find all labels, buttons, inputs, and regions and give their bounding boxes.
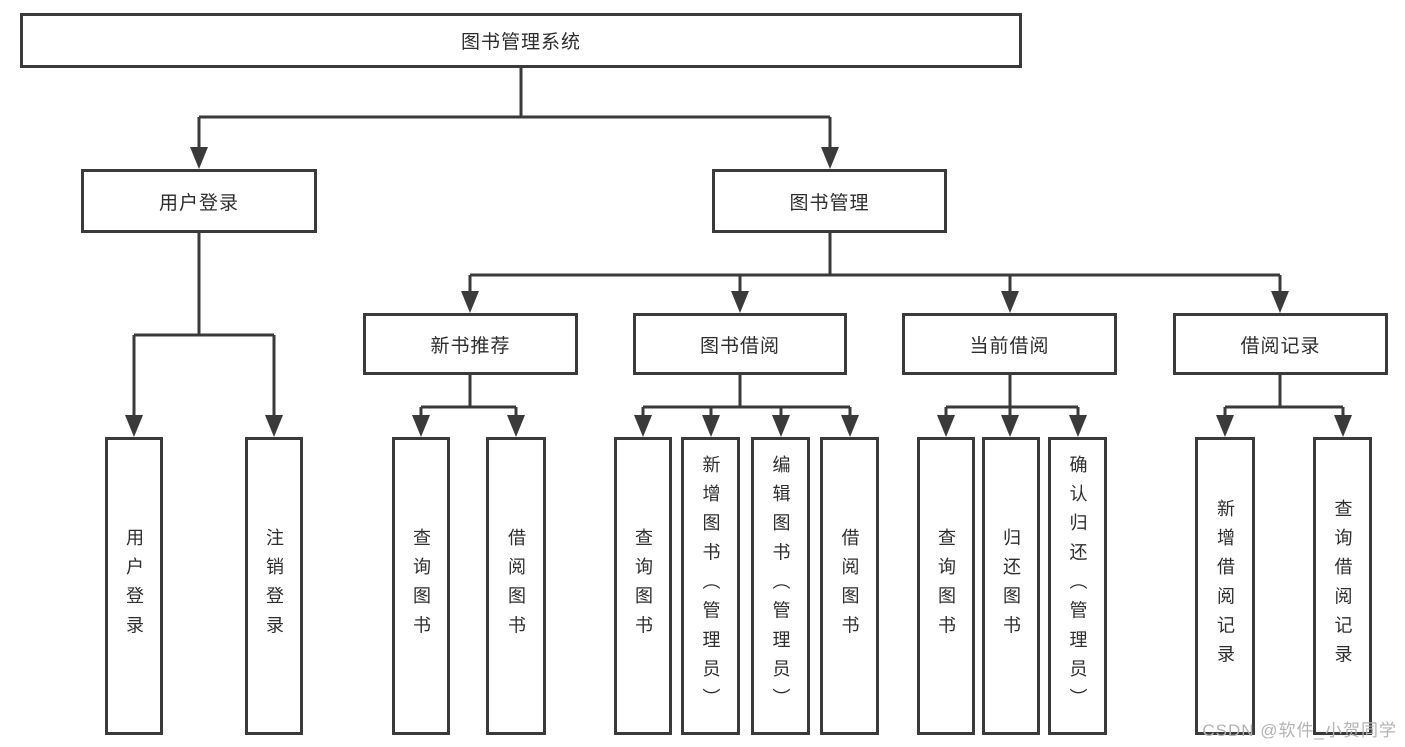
leaf-query-borrow-record-label: 查询借阅记录 — [1332, 498, 1353, 674]
leaf-user-login: 用户登录 — [105, 437, 163, 735]
leaf-borrow-books-recommend-label: 借阅图书 — [506, 527, 526, 645]
leaf-query-books-borrow-label: 查询图书 — [633, 527, 653, 645]
leaf-query-books-recommend: 查询图书 — [392, 437, 450, 735]
node-new-book-recommend-label: 新书推荐 — [430, 335, 511, 357]
node-user-login: 用户登录 — [81, 169, 317, 233]
leaf-borrow-books: 借阅图书 — [820, 437, 879, 735]
leaf-edit-books-admin: 编辑图书（管理员） — [751, 437, 810, 735]
leaf-return-books-label: 归还图书 — [1001, 527, 1021, 645]
leaf-user-login-label: 用户登录 — [124, 527, 144, 645]
leaf-query-books-recommend-label: 查询图书 — [411, 527, 431, 645]
node-book-management-label: 图书管理 — [789, 192, 870, 214]
node-current-borrow-label: 当前借阅 — [969, 335, 1050, 357]
node-borrow-records: 借阅记录 — [1173, 313, 1388, 375]
arrowheads — [125, 147, 1352, 437]
leaf-add-books-admin: 新增图书（管理员） — [681, 437, 740, 735]
node-current-borrow: 当前借阅 — [902, 313, 1117, 375]
leaf-return-books: 归还图书 — [982, 437, 1040, 735]
node-borrow-records-label: 借阅记录 — [1240, 335, 1321, 357]
leaf-add-books-admin-label: 新增图书（管理员） — [700, 454, 721, 718]
leaf-query-borrow-record: 查询借阅记录 — [1313, 437, 1372, 735]
leaf-borrow-books-label: 借阅图书 — [839, 527, 860, 645]
leaf-query-books-borrow: 查询图书 — [614, 437, 672, 735]
leaf-edit-books-admin-label: 编辑图书（管理员） — [770, 454, 791, 718]
leaf-query-books-current-label: 查询图书 — [936, 527, 956, 645]
node-library-system: 图书管理系统 — [20, 13, 1022, 68]
leaf-logout-label: 注销登录 — [264, 527, 284, 645]
leaf-add-borrow-record-label: 新增借阅记录 — [1215, 498, 1235, 674]
node-new-book-recommend: 新书推荐 — [363, 313, 578, 375]
csdn-watermark: CSDN @软件_小贺同学 — [1202, 721, 1397, 740]
node-library-system-label: 图书管理系统 — [460, 32, 581, 53]
leaf-logout: 注销登录 — [245, 437, 303, 735]
leaf-borrow-books-recommend: 借阅图书 — [486, 437, 546, 735]
leaf-query-books-current: 查询图书 — [917, 437, 975, 735]
leaf-confirm-return-admin-label: 确认归还（管理员） — [1067, 454, 1088, 718]
node-book-management: 图书管理 — [712, 169, 947, 233]
node-book-borrow: 图书借阅 — [633, 313, 847, 375]
node-user-login-label: 用户登录 — [158, 192, 239, 214]
leaf-add-borrow-record: 新增借阅记录 — [1195, 437, 1255, 735]
leaf-confirm-return-admin: 确认归还（管理员） — [1048, 437, 1107, 735]
node-book-borrow-label: 图书借阅 — [699, 335, 780, 357]
